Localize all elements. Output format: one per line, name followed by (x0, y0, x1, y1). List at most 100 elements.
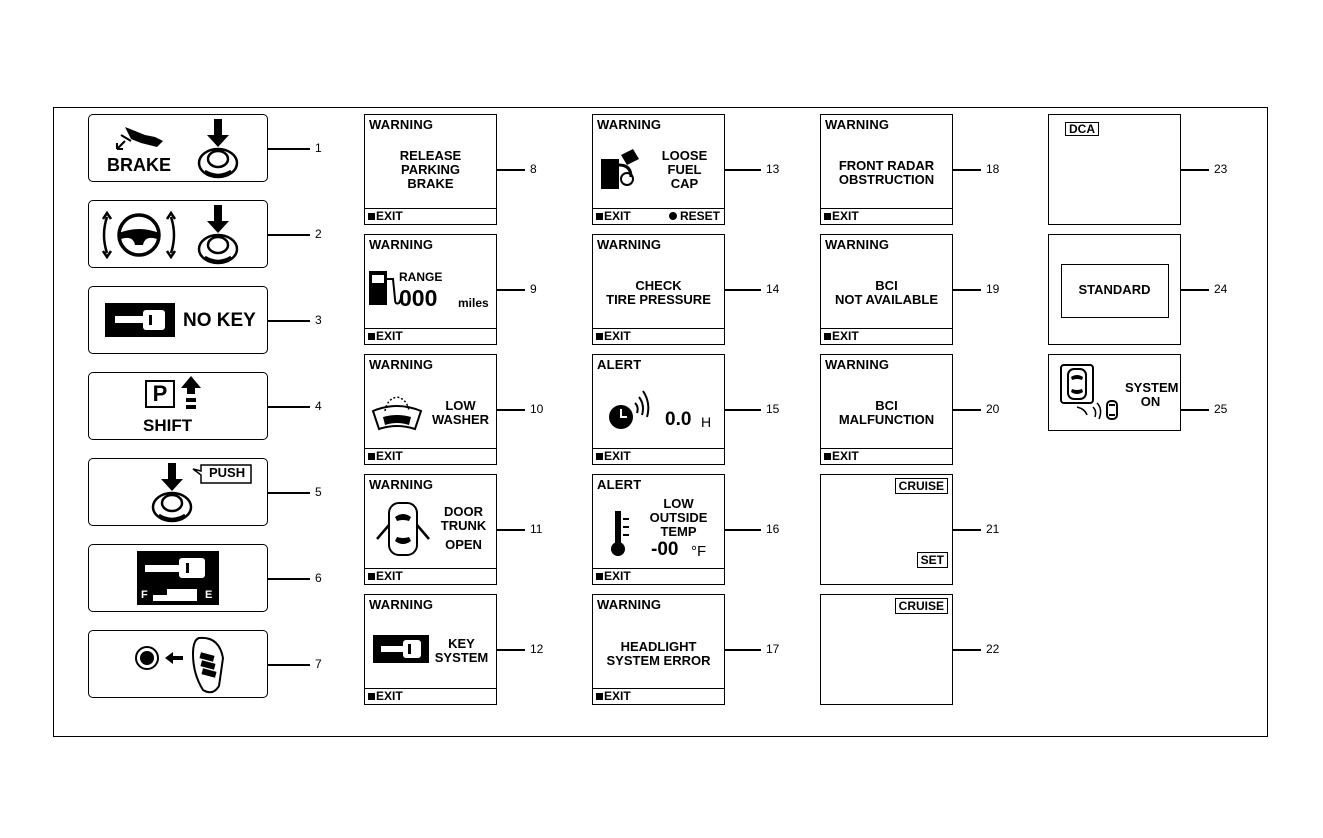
push-callout-bubble (192, 464, 252, 484)
callout-leader-line (497, 289, 525, 291)
screen-footer: EXIT (593, 448, 724, 464)
timer-value: 0.0 (665, 409, 692, 430)
exit-icon (596, 573, 603, 580)
screen-door-trunk-open: WARNING DOOR TRUNK OPEN EXIT (364, 474, 497, 585)
screen-message: LOW OUTSIDE TEMP (633, 497, 724, 539)
exit-icon (596, 213, 603, 220)
screen-footer: EXIT (365, 208, 496, 224)
screen-bci-malfunction: WARNING BCI MALFUNCTION EXIT (820, 354, 953, 465)
intelligent-key-icon (135, 636, 225, 694)
screen-front-radar-obstruction: WARNING FRONT RADAR OBSTRUCTION EXIT (820, 114, 953, 225)
exit-icon (368, 213, 375, 220)
key-battery-icon (137, 551, 219, 605)
warning-header: WARNING (597, 117, 662, 132)
exit-text: EXIT (604, 689, 631, 703)
message-line: BRAKE (407, 176, 454, 191)
exit-text: EXIT (376, 689, 403, 703)
temp-unit: °F (691, 543, 707, 560)
exit-label: EXIT (596, 449, 631, 463)
screen-drive-mode: STANDARD (1048, 234, 1181, 345)
no-key-indicator: NO KEY (88, 286, 268, 354)
exit-label: EXIT (596, 209, 631, 223)
message-line: OPEN (445, 537, 482, 552)
callout-number: 17 (766, 642, 780, 656)
exit-label: EXIT (368, 569, 403, 583)
cruise-indicator: CRUISE (894, 598, 948, 614)
callout-number: 23 (1214, 162, 1228, 176)
warning-header: WARNING (369, 597, 434, 612)
callout-leader-line (268, 578, 310, 580)
screen-footer: EXIT (365, 328, 496, 344)
screen-timer-alert: ALERT 0.0 H EXIT (592, 354, 725, 465)
callout-number: 2 (315, 227, 322, 241)
exit-text: EXIT (604, 329, 631, 343)
message-line: DOOR (444, 504, 483, 519)
callout-number: 8 (530, 162, 537, 176)
timer-alarm-icon (609, 390, 650, 429)
temp-value: -00 (651, 539, 679, 560)
exit-text: EXIT (604, 449, 631, 463)
reset-text: RESET (679, 209, 720, 223)
message-line: FRONT RADAR (838, 158, 935, 173)
exit-label: EXIT (368, 209, 403, 223)
callout-number: 9 (530, 282, 537, 296)
push-button-icon (197, 119, 239, 179)
exit-icon (824, 453, 831, 460)
screen-message: FRONT RADAR OBSTRUCTION (821, 159, 952, 187)
callout-leader-line (1181, 409, 1209, 411)
shift-label: SHIFT (143, 416, 193, 435)
message-line: ON (1140, 394, 1161, 409)
callout-leader-line (953, 529, 981, 531)
warning-header: WARNING (825, 117, 890, 132)
screen-dca: DCA (1048, 114, 1181, 225)
message-line: TEMP (660, 524, 697, 539)
steering-wheel-icon (101, 210, 177, 260)
push-label: PUSH (209, 465, 246, 480)
exit-label: EXIT (824, 209, 859, 223)
message-line: NOT AVAILABLE (834, 292, 939, 307)
alert-header: ALERT (597, 357, 642, 372)
message-line: HEADLIGHT (620, 639, 697, 654)
exit-label: EXIT (824, 329, 859, 343)
exit-label: EXIT (368, 449, 403, 463)
callout-leader-line (953, 409, 981, 411)
exit-label: EXIT (824, 449, 859, 463)
car-top-view-icon (376, 502, 430, 556)
push-button-icon (151, 463, 193, 523)
cruise-indicator: CRUISE (894, 478, 948, 494)
callout-number: 25 (1214, 402, 1228, 416)
callout-number: 18 (986, 162, 1000, 176)
screen-message: LOOSE FUEL CAP (645, 149, 724, 191)
callout-leader-line (497, 409, 525, 411)
screen-footer: EXIT (365, 688, 496, 704)
park-letter-box: P (145, 380, 175, 408)
screen-cruise-set: CRUISE SET (820, 474, 953, 585)
callout-leader-line (725, 409, 761, 411)
exit-text: EXIT (604, 209, 631, 223)
screen-low-outside-temp: ALERT LOW OUTSIDE TEMP -00 °F EXIT (592, 474, 725, 585)
message-line: TRUNK (440, 518, 487, 533)
callout-number: 15 (766, 402, 780, 416)
callout-leader-line (725, 289, 761, 291)
warning-header: WARNING (825, 237, 890, 252)
callout-number: 4 (315, 399, 322, 413)
set-indicator: SET (916, 552, 948, 568)
warning-header: WARNING (825, 357, 890, 372)
exit-text: EXIT (376, 569, 403, 583)
exit-label: EXIT (368, 689, 403, 703)
key-icon (105, 303, 175, 337)
message-line: OUTSIDE (649, 510, 708, 525)
exit-icon (368, 453, 375, 460)
callout-number: 16 (766, 522, 780, 536)
figure-frame (53, 107, 1268, 737)
callout-leader-line (497, 649, 525, 651)
shift-up-arrow-icon (181, 376, 201, 409)
screen-footer: EXIT (821, 208, 952, 224)
callout-number: 21 (986, 522, 1000, 536)
warning-header: WARNING (597, 237, 662, 252)
callout-number: 3 (315, 313, 322, 327)
screen-message: CHECK TIRE PRESSURE (593, 279, 724, 307)
exit-text: EXIT (832, 209, 859, 223)
message-line: KEY (448, 636, 475, 651)
screen-loose-fuel-cap: WARNING LOOSE FUEL CAP EXIT RESET (592, 114, 725, 225)
